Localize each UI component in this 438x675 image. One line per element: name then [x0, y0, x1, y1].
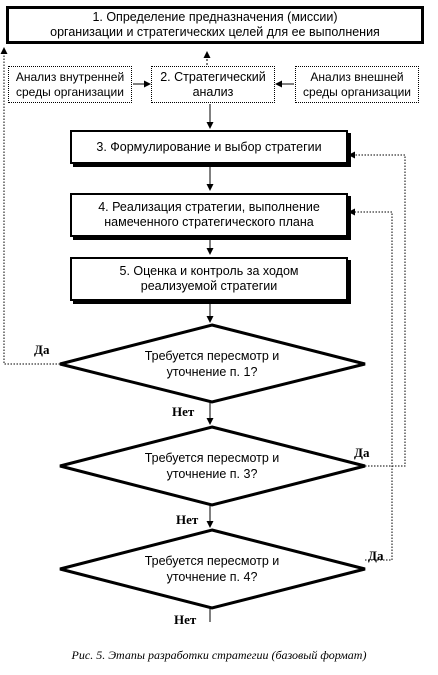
step-1-box: 1. Определение предназначения (миссии) о…: [6, 6, 424, 44]
decision-2-diamond: [59, 425, 366, 507]
external-analysis-text: Анализ внешней среды организации: [303, 69, 411, 99]
decision-3-text: Требуется пересмотр и уточнение п. 4?: [144, 554, 280, 584]
no-label-2: Нет: [176, 512, 199, 527]
no-label-3: Нет: [174, 612, 197, 627]
step-3-text: 3. Формулирование и выбор стратегии: [96, 139, 322, 154]
no-label-1: Нет: [172, 404, 195, 419]
step-1-text: 1. Определение предназначения (миссии) о…: [50, 10, 380, 39]
internal-analysis-box: Анализ внутренней среды организации: [8, 66, 132, 103]
yes-label-1: Да: [34, 342, 50, 357]
step-5-text: 5. Оценка и контроль за ходом реализуемо…: [119, 264, 299, 293]
decision-2-text: Требуется пересмотр и уточнение п. 3?: [144, 451, 280, 481]
step-2-box: 2. Стратегический анализ: [151, 66, 275, 103]
loop-yes1: [0, 47, 60, 365]
decision-1-diamond: [59, 323, 366, 404]
loop-yes3: [348, 208, 393, 561]
loop-yes2: [348, 151, 406, 467]
step-3-box: 3. Формулирование и выбор стратегии: [70, 130, 348, 164]
step-4-box: 4. Реализация стратегии, выполнение наме…: [70, 193, 348, 237]
step-5-box: 5. Оценка и контроль за ходом реализуемо…: [70, 257, 348, 301]
external-analysis-box: Анализ внешней среды организации: [295, 66, 419, 103]
yes-label-3: Да: [368, 548, 384, 563]
step-2-text: 2. Стратегический анализ: [160, 69, 266, 99]
yes-label-2: Да: [354, 445, 370, 460]
decision-3-diamond: [59, 528, 366, 610]
decision-1-text: Требуется пересмотр и уточнение п. 1?: [144, 349, 280, 379]
figure-caption: Рис. 5. Этапы разработки стратегии (базо…: [71, 648, 367, 662]
step-4-text: 4. Реализация стратегии, выполнение наме…: [98, 200, 320, 229]
internal-analysis-text: Анализ внутренней среды организации: [15, 69, 125, 99]
